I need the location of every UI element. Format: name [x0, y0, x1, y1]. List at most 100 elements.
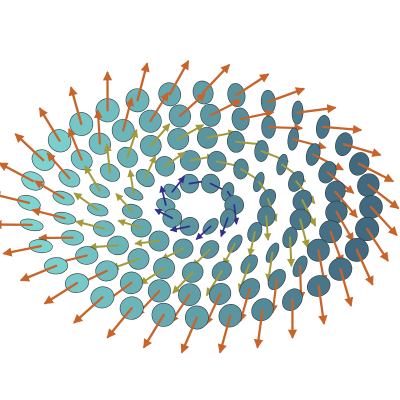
field-arrow	[2, 244, 42, 257]
field-glyph	[99, 143, 121, 182]
field-glyph	[282, 226, 298, 268]
field-glyph	[0, 218, 44, 232]
field-arrow	[149, 91, 169, 123]
field-arrow	[178, 93, 206, 118]
field-glyph	[169, 217, 200, 236]
field-glyph	[73, 286, 115, 324]
field-arrow	[73, 296, 104, 324]
field-arrow	[296, 104, 337, 114]
field-arrow	[180, 316, 199, 354]
field-arrow	[177, 124, 205, 141]
field-arrow	[134, 239, 160, 247]
field-glyph	[134, 230, 170, 252]
field-glyph	[324, 180, 358, 219]
field-arrow	[84, 165, 101, 192]
field-arrow	[267, 87, 306, 104]
field-arrow	[117, 219, 143, 229]
field-glyph	[219, 208, 236, 238]
field-arrow	[19, 264, 58, 282]
field-glyph	[154, 208, 183, 228]
field-glyph	[19, 257, 69, 282]
field-glyph	[155, 151, 186, 177]
field-glyph	[192, 240, 220, 268]
field-glyph	[110, 248, 150, 271]
field-arrow	[253, 308, 264, 349]
field-glyph	[84, 165, 110, 198]
field-arrow	[103, 143, 112, 174]
field-arrow	[267, 123, 304, 133]
field-glyph	[328, 257, 354, 307]
field-arrow	[169, 225, 191, 233]
field-glyph	[247, 222, 263, 257]
field-arrow	[75, 219, 105, 230]
field-arrow	[222, 242, 236, 266]
field-glyph	[143, 302, 176, 349]
field-glyph	[357, 173, 400, 210]
field-arrow	[159, 185, 167, 206]
field-glyph	[158, 60, 190, 107]
field-glyph	[38, 229, 85, 246]
field-glyph	[180, 305, 209, 354]
field-glyph	[31, 207, 76, 225]
field-glyph	[291, 100, 337, 125]
field-arrow	[247, 231, 256, 257]
field-glyph	[205, 261, 232, 297]
field-arrow	[263, 215, 272, 241]
field-arrow	[144, 155, 156, 179]
field-arrow	[115, 193, 134, 213]
field-arrow	[31, 207, 66, 220]
field-arrow	[235, 73, 270, 97]
field-glyph	[282, 288, 303, 339]
field-glyph	[156, 185, 176, 213]
field-arrow	[195, 225, 212, 240]
field-glyph	[95, 71, 120, 123]
field-glyph	[316, 115, 363, 139]
field-glyph	[251, 298, 274, 349]
field-glyph	[38, 107, 72, 153]
field-arrow	[219, 217, 229, 238]
field-glyph	[319, 220, 344, 265]
field-glyph	[222, 234, 243, 266]
field-arrow	[168, 60, 190, 96]
field-arrow	[238, 287, 251, 322]
field-glyph	[2, 239, 53, 257]
field-glyph	[139, 257, 176, 285]
field-arrow	[136, 62, 150, 102]
field-arrow	[239, 109, 275, 121]
field-arrow	[43, 281, 79, 305]
field-glyph	[238, 278, 261, 322]
field-glyph	[344, 237, 374, 286]
field-arrow	[34, 180, 65, 200]
field-glyph	[34, 180, 75, 206]
field-glyph	[160, 238, 194, 261]
field-arrow	[122, 97, 134, 132]
field-arrow	[292, 138, 327, 150]
field-glyph	[195, 218, 219, 240]
field-glyph	[115, 193, 143, 219]
field-arrow	[106, 306, 133, 339]
field-arrow	[335, 210, 354, 242]
field-arrow	[355, 248, 374, 286]
field-glyph	[138, 91, 169, 133]
field-glyph	[168, 93, 206, 128]
field-glyph	[67, 127, 93, 171]
field-arrow	[143, 313, 165, 349]
field-arrow	[209, 99, 242, 117]
field-glyph	[267, 268, 286, 314]
field-arrow	[299, 218, 310, 249]
field-arrow	[0, 162, 35, 183]
field-glyph	[217, 304, 243, 354]
field-glyph	[172, 261, 204, 294]
field-arrow	[317, 284, 328, 325]
field-arrow	[149, 123, 171, 147]
field-arrow	[139, 267, 166, 285]
field-glyph	[117, 129, 139, 168]
field-glyph	[125, 62, 150, 113]
field-glyph	[349, 152, 395, 183]
field-arrow	[287, 236, 296, 268]
field-glyph	[306, 275, 331, 325]
field-arrow	[73, 192, 99, 211]
field-arrow	[265, 251, 274, 283]
